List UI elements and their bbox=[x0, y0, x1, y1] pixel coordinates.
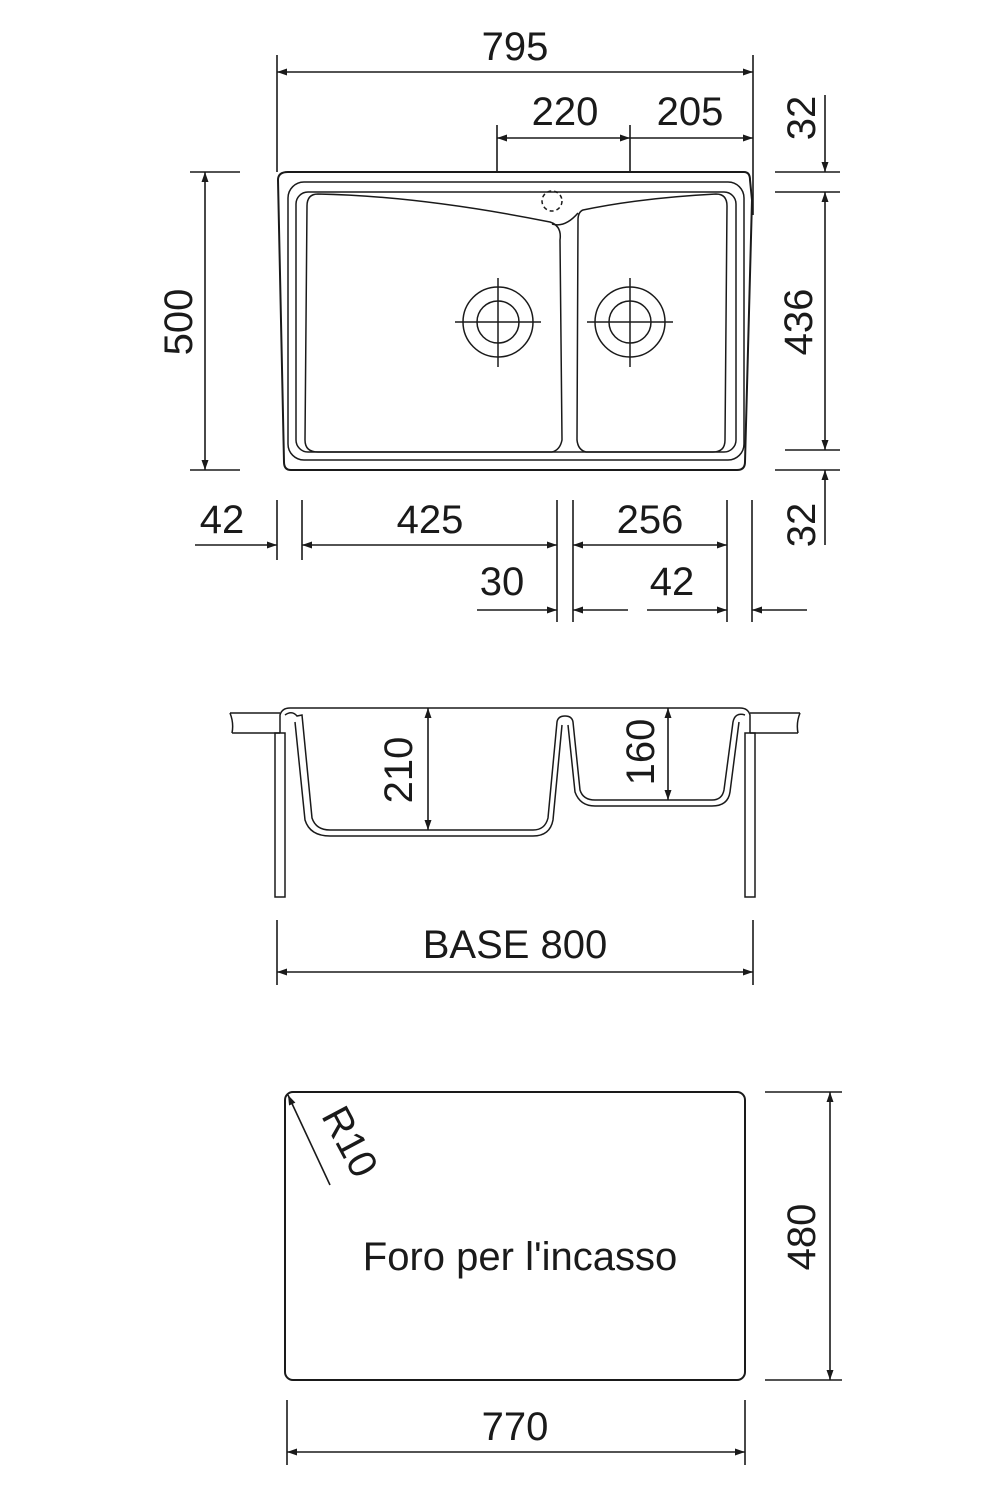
countertop-left bbox=[229, 712, 286, 898]
dim-front-rim: 32 bbox=[780, 503, 824, 548]
dim-cutout-height: 480 bbox=[780, 1204, 824, 1271]
dim-right-offset: 205 bbox=[657, 90, 724, 134]
dim-bowl-depth: 436 bbox=[777, 289, 821, 356]
dim-right-bowl: 256 bbox=[617, 498, 684, 542]
dim-tap-offset: 220 bbox=[532, 90, 599, 134]
dim-left-bowl: 425 bbox=[397, 498, 464, 542]
cutout-label: Foro per l'incasso bbox=[363, 1235, 677, 1279]
dim-overall-width: 795 bbox=[482, 25, 549, 69]
drain-right-icon bbox=[587, 278, 673, 367]
dim-right-bowl-depth: 160 bbox=[619, 719, 663, 786]
cutout-outline bbox=[284, 1091, 746, 1381]
dim-left-bowl-depth: 210 bbox=[377, 737, 421, 804]
dim-rear-rim: 32 bbox=[780, 96, 824, 141]
side-view: 210 160 BASE 800 bbox=[229, 707, 801, 985]
dim-cutout-width: 770 bbox=[482, 1405, 549, 1449]
dim-left-rim: 42 bbox=[200, 498, 245, 542]
dim-overall-depth: 500 bbox=[157, 289, 201, 356]
drain-left-icon bbox=[455, 278, 541, 367]
radius-arrow-icon bbox=[287, 1094, 331, 1186]
dim-right-rim: 42 bbox=[650, 560, 695, 604]
cutout-view: R10 Foro per l'incasso 480 770 bbox=[284, 1091, 842, 1465]
base-label: BASE 800 bbox=[423, 923, 608, 967]
sink-outline bbox=[276, 171, 754, 471]
top-view: 795 220 205 500 32 436 32 bbox=[157, 25, 840, 622]
tap-hole-icon bbox=[541, 190, 563, 212]
dim-divider: 30 bbox=[480, 560, 525, 604]
countertop-right bbox=[744, 712, 801, 898]
sink-section bbox=[279, 707, 751, 837]
